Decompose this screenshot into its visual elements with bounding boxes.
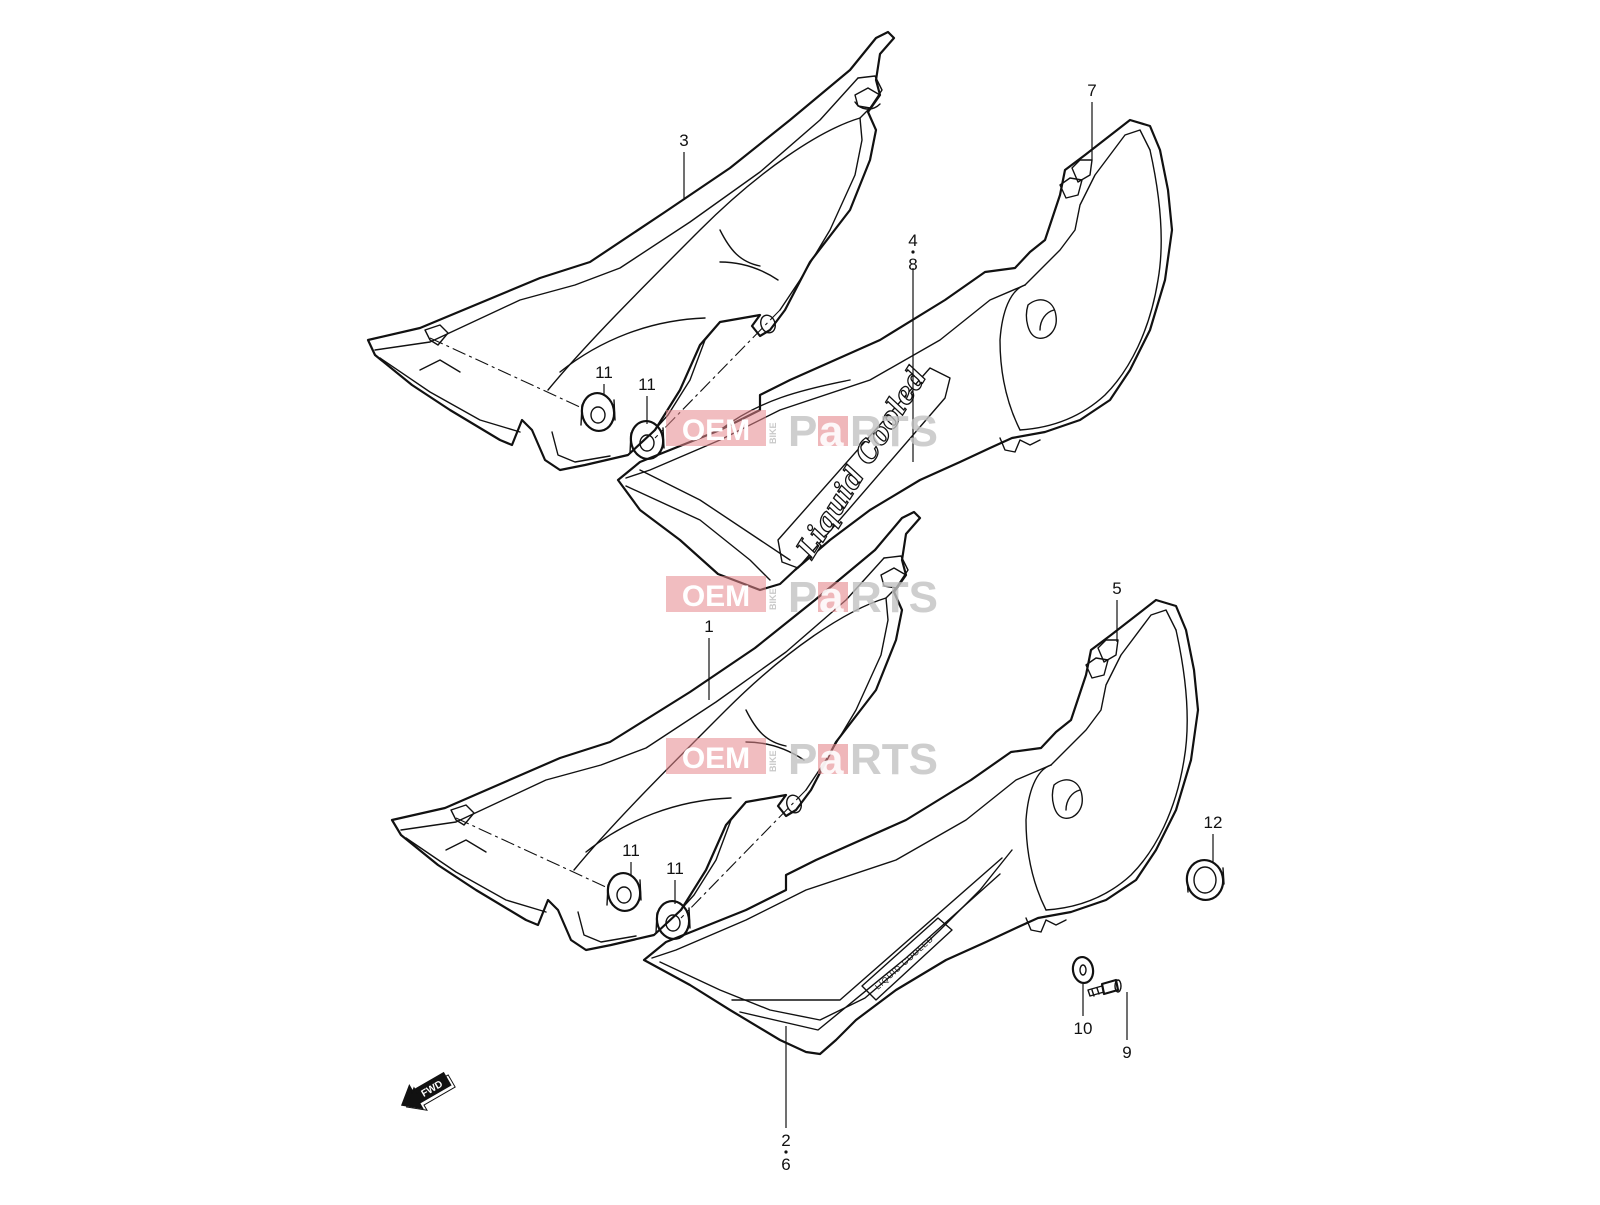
watermark-bike: BIKE (768, 588, 778, 610)
watermark-rts: RTS (850, 573, 938, 622)
watermark-a: a (819, 407, 844, 456)
lower-mount-axis-b (680, 789, 807, 919)
callout-5: 5 (1112, 579, 1121, 598)
watermark-bike: BIKE (768, 422, 778, 444)
callout-2: 2 (781, 1131, 790, 1150)
callout-separator-dot (911, 250, 915, 254)
watermark-oem: OEM (682, 742, 750, 775)
callout-6: 6 (781, 1155, 790, 1174)
callout-1: 1 (704, 617, 713, 636)
upper-emblem: Liquid Cooled (777, 361, 951, 569)
callout-9: 9 (1122, 1043, 1131, 1062)
lower-emblem: LIQUID COOLED (861, 917, 953, 1001)
lower-mount-axis-a (455, 817, 609, 889)
watermark-p: P (788, 735, 817, 784)
lower-frame-cover (390, 510, 922, 952)
watermark-p: P (788, 573, 817, 622)
fwd-label: FWD (420, 1079, 445, 1100)
callout-11-lower-a: 11 (622, 841, 640, 860)
upper-side-cover (616, 118, 1174, 592)
callout-8: 8 (908, 255, 917, 274)
callout-3: 3 (679, 131, 688, 150)
watermark-a: a (819, 573, 844, 622)
callout-separator-dot (784, 1150, 788, 1154)
upper-mount-axis-a (429, 337, 583, 409)
watermark-3: OEM BIKE P a RTS (666, 735, 938, 784)
watermark-2: OEM BIKE P a RTS (666, 573, 938, 622)
callout-11-upper-b: 11 (638, 375, 656, 394)
watermark-a: a (819, 735, 844, 784)
callout-4: 4 (908, 231, 917, 250)
callouts: 3 7 4 8 11 11 1 5 11 11 12 10 9 2 6 (595, 81, 1222, 1174)
lower-side-cover (642, 598, 1200, 1056)
callout-7: 7 (1087, 81, 1096, 100)
watermark-oem: OEM (682, 414, 750, 447)
washer-part-10 (1071, 955, 1095, 985)
lower-grommet-a (606, 871, 642, 913)
grommet-part-12 (1185, 858, 1225, 902)
callout-11-upper-a: 11 (595, 363, 613, 382)
callout-10: 10 (1074, 1019, 1093, 1038)
watermark-oem: OEM (682, 580, 750, 613)
watermark-rts: RTS (850, 407, 938, 456)
fwd-arrow-icon: FWD (400, 1071, 456, 1111)
callout-11-lower-b: 11 (666, 859, 684, 878)
watermark-bike: BIKE (768, 750, 778, 772)
leader-lines (603, 102, 1214, 1128)
watermark-1: OEM BIKE P a RTS (666, 407, 938, 456)
upper-grommet-a (580, 391, 616, 433)
watermark-rts: RTS (850, 735, 938, 784)
watermark-p: P (788, 407, 817, 456)
upper-mount-axis-b (654, 309, 781, 439)
upper-frame-cover (366, 30, 896, 472)
bolt-part-9 (1087, 978, 1122, 997)
upper-emblem-text: Liquid Cooled (789, 361, 933, 564)
callout-12: 12 (1204, 813, 1223, 832)
